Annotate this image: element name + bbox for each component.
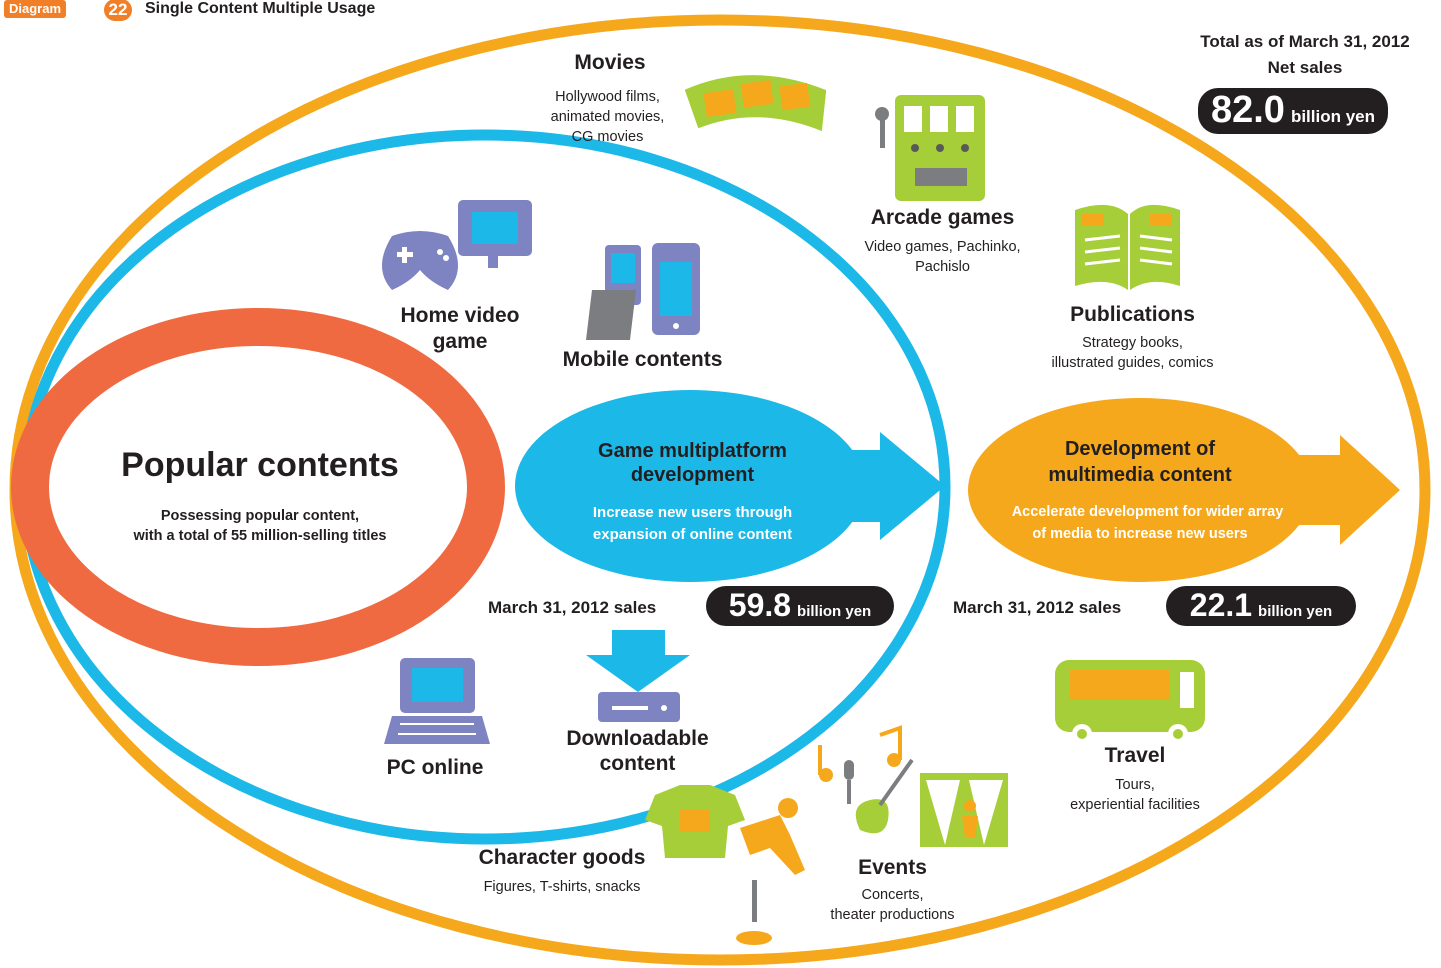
total-value: 82.0 [1210,89,1285,131]
download-title-2: content [599,752,676,775]
multimedia-sales-badge: 22.1 billion yen [1166,586,1356,626]
game-sales-badge: 59.8 billion yen [706,586,894,626]
game-sales-value: 59.8 [728,587,792,623]
pc-title: PC online [386,756,484,779]
popular-desc-2: with a total of 55 million-selling title… [133,528,387,544]
publications-desc-2: illustrated guides, comics [1051,355,1214,371]
home-video-title-1: Home video [400,304,520,327]
multimedia-desc-2: of media to increase new users [1032,526,1248,542]
inner-ring [11,308,505,666]
download-icon [586,630,690,722]
game-title-2: development [630,464,755,486]
game-sales-label: March 31, 2012 sales [488,598,657,617]
bus-icon [1055,660,1205,744]
mobile-icon [586,243,700,340]
book-icon [1075,204,1180,290]
popular-desc-1: Possessing popular content, [160,508,360,524]
multimedia-sales-unit: billion yen [1258,603,1333,620]
multimedia-sales-label: March 31, 2012 sales [953,598,1122,617]
multimedia-title-1: Development of [1064,438,1216,460]
console-icon [382,200,532,290]
multimedia-sales-value: 22.1 [1189,587,1253,623]
film-icon [684,75,827,132]
tshirt-icon [645,785,745,858]
travel-desc-2: experiential facilities [1070,797,1200,813]
diagram-title: Single Content Multiple Usage [145,0,376,17]
game-arrow [515,390,945,582]
arcade-desc-2: Pachislo [915,259,970,275]
game-sales-unit: billion yen [797,603,872,620]
stage-icon [920,773,1008,847]
publications-desc-1: Strategy books, [1082,335,1183,351]
arcade-icon [875,95,985,201]
events-desc-2: theater productions [830,907,955,923]
music-icon [818,725,914,834]
goods-desc: Figures, T-shirts, snacks [483,879,641,895]
figure-icon [736,798,805,945]
diagram-number: 22 [104,0,132,21]
popular-title: Popular contents [121,446,399,484]
movies-desc-2: animated movies, [550,109,665,125]
movies-desc-1: Hollywood films, [555,89,660,105]
game-desc-1: Increase new users through [592,504,793,521]
mobile-title: Mobile contents [562,348,723,371]
movies-title: Movies [574,51,646,74]
total-unit: billion yen [1290,107,1376,126]
goods-title: Character goods [478,846,646,869]
multimedia-title-2: multimedia content [1048,464,1232,486]
arcade-title: Arcade games [870,206,1015,229]
laptop-icon [384,658,490,744]
travel-desc-1: Tours, [1115,777,1155,793]
game-desc-2: expansion of online content [592,526,793,543]
multimedia-desc-1: Accelerate development for wider array [1011,504,1284,520]
total-label: Total as of March 31, 2012 [1200,32,1410,51]
home-video-title-2: game [432,330,488,353]
diagram-tag: Diagram [4,0,67,18]
download-title-1: Downloadable [566,727,709,750]
events-title: Events [858,856,927,879]
travel-title: Travel [1104,744,1166,767]
total-value-badge: 82.0 billion yen [1198,88,1388,134]
game-title-1: Game multiplatform [598,440,787,462]
publications-title: Publications [1070,303,1195,326]
movies-desc-3: CG movies [571,129,644,145]
events-desc-1: Concerts, [861,887,924,903]
arcade-desc-1: Video games, Pachinko, [864,239,1021,255]
multimedia-arrow [968,398,1400,582]
net-sales-label: Net sales [1267,58,1343,77]
